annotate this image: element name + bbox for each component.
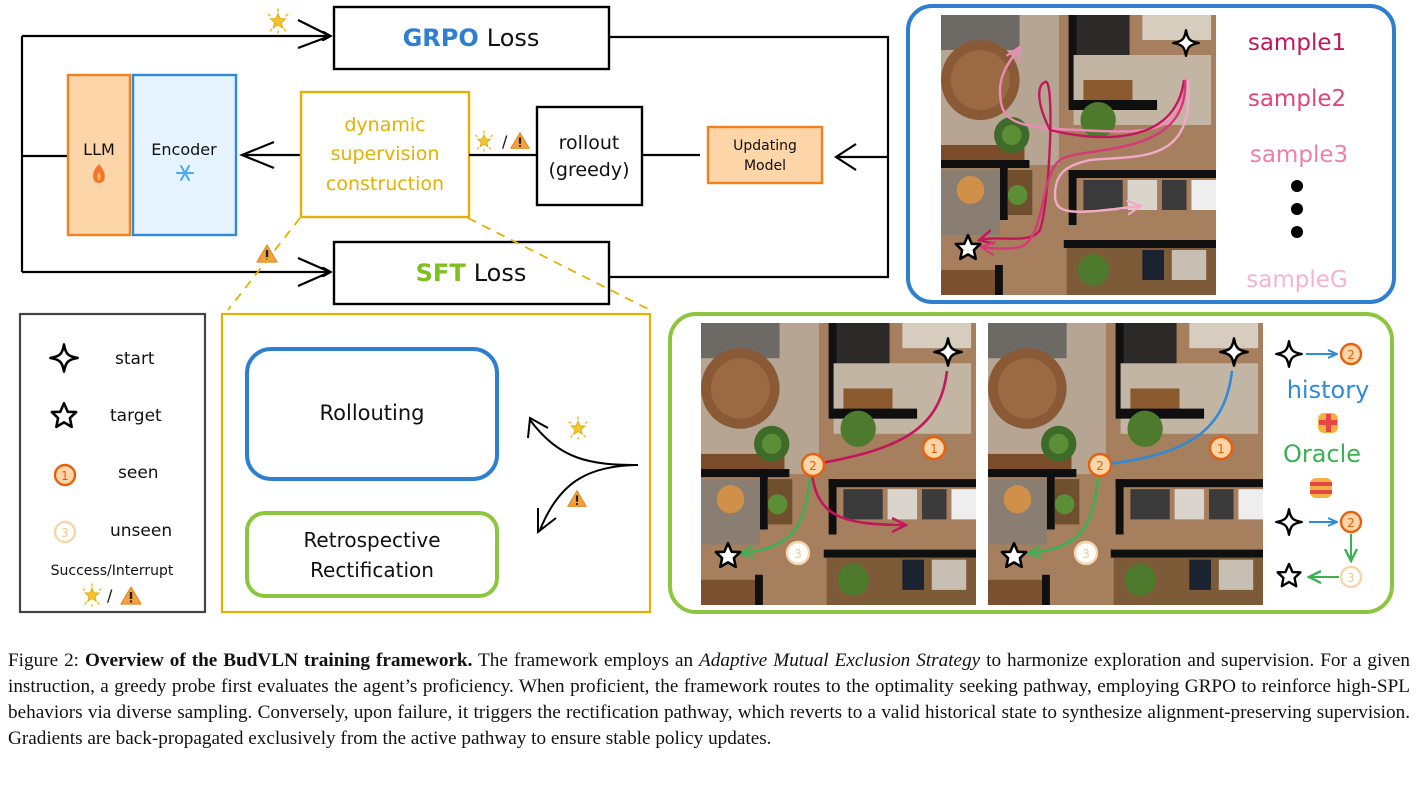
seen-waypoint-2: [800, 452, 826, 478]
floor-plan-map-right: [988, 323, 1263, 605]
history-trajectory-right: [1099, 370, 1234, 467]
caption-text-1: The framework employs an: [472, 650, 700, 671]
llm-block: [66, 73, 132, 237]
history-label: history: [1287, 376, 1370, 404]
dsc-detail-panel: Rollouting Retrospective Rectification: [220, 312, 652, 614]
legend-target-label: target: [110, 406, 162, 426]
waypoint-3-label: 3: [794, 547, 802, 561]
seen-circle-icon: [1339, 342, 1363, 366]
ellipsis-dot: [1291, 226, 1303, 238]
rectification-line-1: Retrospective: [303, 528, 440, 552]
grpo-samples-panel: sample1 sample2 sample3 sampleG: [906, 4, 1396, 304]
equals-icon: [1310, 478, 1332, 498]
sample-label-3: sample3: [1250, 142, 1348, 168]
sft-loss-box: [332, 240, 611, 306]
retrospective-rectification-box: [245, 511, 499, 598]
seen-circle-icon: [1339, 510, 1363, 534]
equation-badge-2: 2: [1347, 516, 1355, 530]
encoder-label: Encoder: [151, 140, 217, 159]
rollouting-label: Rollouting: [319, 401, 424, 425]
seen-waypoint-2: [1087, 452, 1113, 478]
encoder-block: [131, 73, 238, 237]
legend-start-label: start: [115, 349, 155, 369]
dsc-line-3: construction: [326, 173, 444, 195]
trajectory-sample2: [980, 79, 1186, 240]
caption-italic: Adaptive Mutual Exclusion Strategy: [699, 650, 981, 671]
plus-icon: [1318, 413, 1338, 433]
rectification-line-2: Rectification: [310, 558, 434, 582]
branch-to-rollouting-arrow: [529, 419, 639, 466]
ellipsis-dot: [1291, 203, 1303, 215]
sample-label-2: sample2: [1248, 86, 1346, 112]
unseen-circle-icon: [53, 520, 77, 544]
waypoint-1-label: 1: [930, 442, 938, 456]
success-star-icon: [267, 8, 289, 34]
oracle-label: Oracle: [1283, 440, 1361, 468]
snowflake-icon: [176, 165, 194, 181]
figure-caption: Figure 2: Overview of the BudVLN trainin…: [8, 648, 1410, 752]
rectification-equation: 2 history Oracle 2 3: [1275, 340, 1370, 589]
sample-label-G: sampleG: [1246, 267, 1347, 293]
failed-trajectory: [810, 474, 905, 525]
oracle-trajectory-left: [742, 477, 812, 553]
equation-badge-2: 2: [1347, 348, 1355, 362]
rollout-line-2: (greedy): [549, 159, 630, 181]
rollout-line-1: rollout: [559, 132, 620, 154]
dsc-line-1: dynamic: [344, 114, 425, 136]
legend-success-interrupt-label: Success/Interrupt: [51, 563, 174, 579]
branch-to-rectification-arrow: [539, 464, 639, 531]
equation-badge-3: 3: [1347, 571, 1355, 585]
grpo-loss-box: [332, 5, 611, 71]
waypoint-2-label: 2: [809, 459, 817, 473]
caption-title: Overview of the BudVLN training framewor…: [84, 650, 473, 671]
unseen-waypoint-3: [785, 540, 811, 566]
waypoint-2-label: 2: [1096, 459, 1104, 473]
dynamic-supervision-box: [299, 90, 471, 219]
seen-waypoint-1: [1208, 435, 1234, 461]
trajectory-sample3: [982, 79, 1187, 249]
legend-unseen-label: unseen: [110, 521, 172, 541]
waypoint-3-label: 3: [1082, 547, 1090, 561]
legend-seen-badge: 1: [61, 469, 69, 483]
rollout-greedy-box: [535, 105, 644, 207]
llm-label: LLM: [83, 140, 115, 159]
updating-line-1: Updating: [733, 138, 797, 154]
floor-plan-map-left: [701, 323, 976, 605]
trajectory-sample1: [998, 48, 1188, 133]
trajectory-sampleG: [1053, 79, 1190, 212]
figure-label: Figure 2:: [8, 650, 79, 671]
legend-separator: /: [107, 586, 113, 605]
interrupt-warning-icon: [510, 132, 530, 149]
legend-seen-label: seen: [118, 463, 159, 483]
rollouting-box: [245, 347, 499, 481]
unseen-waypoint-3: [1073, 540, 1099, 566]
seen-circle-icon: [53, 463, 77, 487]
updating-line-2: Model: [744, 158, 786, 174]
success-interrupt-separator: /: [502, 132, 508, 151]
rectification-panel: 1 2 3 1 2 3 2 history Oracle: [668, 312, 1394, 614]
legend: start target 1 seen 3 unseen Success/Int…: [18, 312, 207, 614]
sample-label-1: sample1: [1248, 30, 1346, 56]
ellipsis-dot: [1291, 180, 1303, 192]
unseen-circle-icon: [1339, 565, 1363, 589]
dsc-line-2: supervision: [331, 143, 440, 165]
success-star-icon: [475, 130, 493, 152]
oracle-trajectory-right: [1030, 477, 1100, 553]
seen-waypoint-1: [921, 435, 947, 461]
history-trajectory-left: [809, 370, 949, 467]
waypoint-1-label: 1: [1217, 442, 1225, 456]
legend-unseen-badge: 3: [61, 526, 69, 540]
caption-text-2: to harmonize exploration and supervision…: [8, 650, 1410, 749]
updating-model-box: [706, 125, 824, 185]
